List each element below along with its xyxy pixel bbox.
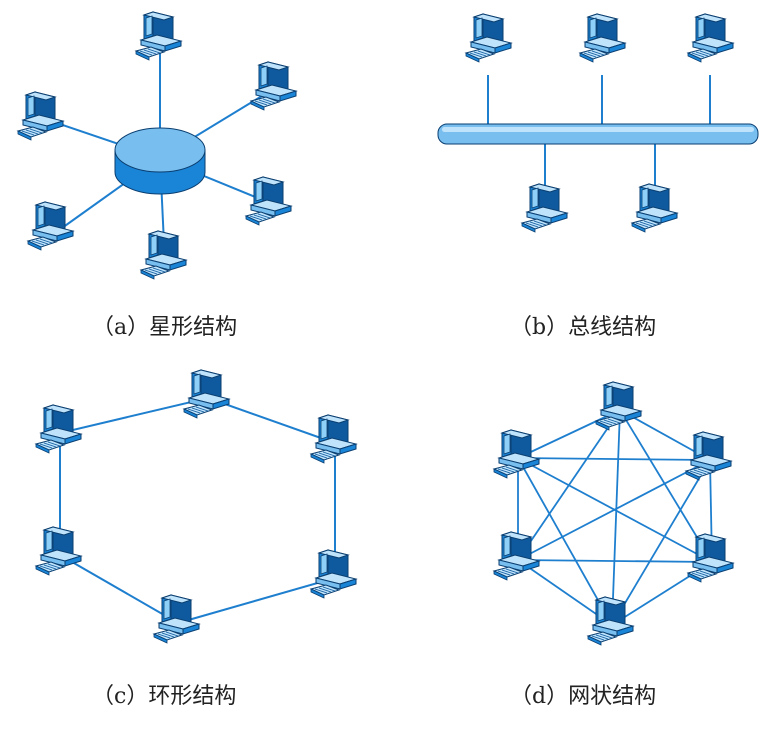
computer-icon (140, 230, 187, 280)
computer-icon (595, 381, 642, 431)
computer-icon (183, 369, 230, 419)
computer-icon (631, 183, 678, 233)
mesh-topology (493, 381, 734, 646)
ring-topology (35, 369, 357, 644)
computer-icon (135, 11, 182, 61)
computer-icon (17, 91, 64, 141)
computer-icon (685, 431, 732, 481)
computer-icon (493, 429, 540, 479)
caption-bus: （b）总线结构 (510, 315, 657, 340)
computer-icon (310, 549, 357, 599)
computer-icon (687, 533, 734, 583)
computer-icon (579, 13, 626, 63)
computer-icon (245, 176, 292, 226)
computer-icon (310, 414, 357, 464)
computer-icon (35, 526, 82, 576)
hub-cylinder-icon (114, 127, 206, 195)
bus-cable (437, 123, 759, 145)
caption-ring: （c）环形结构 (92, 684, 237, 709)
star-topology (17, 11, 297, 280)
caption-mesh: （d）网状结构 (510, 684, 657, 709)
computer-icon (465, 13, 512, 63)
computer-icon (687, 13, 734, 63)
caption-star: （a）星形结构 (92, 315, 238, 340)
computer-icon (250, 61, 297, 111)
computer-icon (587, 596, 634, 646)
bus-topology (437, 13, 759, 233)
computer-icon (521, 183, 568, 233)
